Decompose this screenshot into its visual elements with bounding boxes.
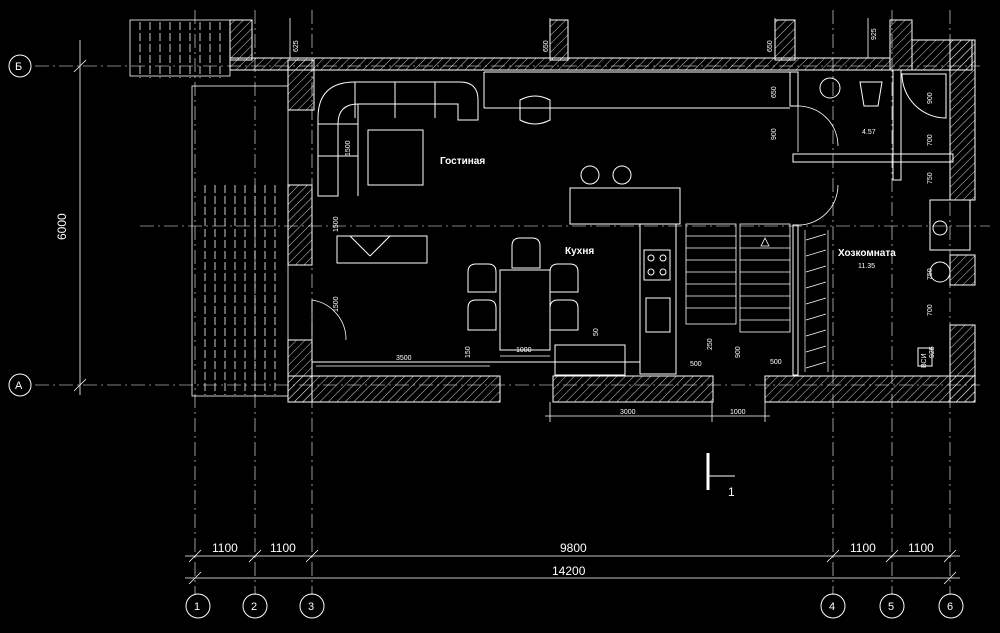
section-label: 1 bbox=[728, 485, 735, 499]
room-label-kitchen: Кухня bbox=[565, 246, 594, 257]
sofa bbox=[317, 81, 479, 197]
axis-label-1: 1 bbox=[194, 601, 200, 613]
armchair bbox=[519, 95, 551, 125]
axis-label-a: А bbox=[15, 380, 23, 392]
exterior-walls bbox=[229, 19, 976, 403]
dim-bottom-4: 1100 bbox=[850, 541, 876, 555]
axis-label-3: 3 bbox=[308, 601, 314, 613]
dim-250: 250 bbox=[707, 338, 714, 350]
dim-r-750a: 750 bbox=[927, 172, 934, 184]
terrace-decking bbox=[129, 19, 289, 397]
dim-bottom-2: 1100 bbox=[270, 541, 296, 555]
dim-3500: 3500 bbox=[396, 355, 412, 362]
staircase bbox=[685, 223, 791, 333]
dim-v-650: 650 bbox=[771, 86, 778, 98]
kitchen-counter bbox=[554, 223, 677, 376]
dim-500b: 500 bbox=[770, 359, 782, 366]
dim-bottom-1: 1100 bbox=[212, 541, 238, 555]
dim-left-1500a: 1500 bbox=[345, 140, 352, 156]
axis-marker-b: Б bbox=[8, 54, 32, 78]
dim-r-750b: 750 bbox=[927, 268, 934, 280]
dim-r-700b: 700 bbox=[927, 304, 934, 316]
dim-top-650b: 650 bbox=[767, 40, 774, 52]
col-axis-markers bbox=[185, 593, 964, 619]
bar-counter bbox=[569, 165, 681, 225]
bath-fixtures bbox=[819, 73, 971, 367]
dim-top-650a: 650 bbox=[543, 40, 550, 52]
dim-r-700a: 700 bbox=[927, 134, 934, 146]
dim-50: 50 bbox=[593, 328, 600, 336]
left-dimension bbox=[73, 40, 87, 395]
utility-shelving bbox=[804, 230, 829, 372]
room-area-utility: 11.35 bbox=[858, 263, 875, 270]
label-vgu: ВСИ bbox=[921, 353, 928, 368]
dim-150: 150 bbox=[465, 346, 472, 358]
dim-top-925: 925 bbox=[871, 28, 878, 40]
axis-label-2: 2 bbox=[251, 601, 257, 613]
dim-top-625: 625 bbox=[293, 40, 300, 52]
room-label-utility: Хозкомната bbox=[838, 248, 896, 259]
dim-r-925: 925 bbox=[929, 346, 936, 358]
interior-partitions bbox=[312, 69, 954, 376]
dim-left-1500c: 1500 bbox=[333, 296, 340, 312]
dining-set bbox=[467, 237, 579, 351]
axis-label-4: 4 bbox=[829, 601, 835, 613]
dim-left-1500b: 1500 bbox=[333, 216, 340, 232]
dim-1000a: 1000 bbox=[516, 347, 532, 354]
dim-3000: 3000 bbox=[620, 409, 636, 416]
axis-label-5: 5 bbox=[888, 601, 894, 613]
axis-marker-a: А bbox=[8, 373, 32, 397]
doors bbox=[311, 105, 839, 341]
dim-v-900: 900 bbox=[771, 128, 778, 140]
coffee-table bbox=[367, 129, 424, 186]
dim-bottom-total: 14200 bbox=[552, 564, 586, 578]
axis-label-6: 6 bbox=[947, 601, 953, 613]
dim-bottom-3: 9800 bbox=[560, 541, 587, 555]
dim-bottom-5: 1100 bbox=[908, 541, 934, 555]
dim-500a: 500 bbox=[690, 361, 702, 368]
room-label-living: Гостиная bbox=[440, 156, 485, 167]
top-dimension-ticks bbox=[289, 18, 869, 58]
dim-900a: 900 bbox=[735, 346, 742, 358]
room-area-bath: 4.57 bbox=[862, 129, 876, 136]
dim-1000b: 1000 bbox=[730, 409, 746, 416]
tv-stand bbox=[336, 235, 428, 264]
axis-label-b: Б bbox=[15, 61, 22, 73]
axis-grid-lines bbox=[35, 10, 990, 595]
section-marker bbox=[706, 453, 735, 490]
dim-6000: 6000 bbox=[55, 213, 69, 240]
bottom-dimension-lines bbox=[185, 355, 960, 585]
dim-r-900: 900 bbox=[927, 92, 934, 104]
